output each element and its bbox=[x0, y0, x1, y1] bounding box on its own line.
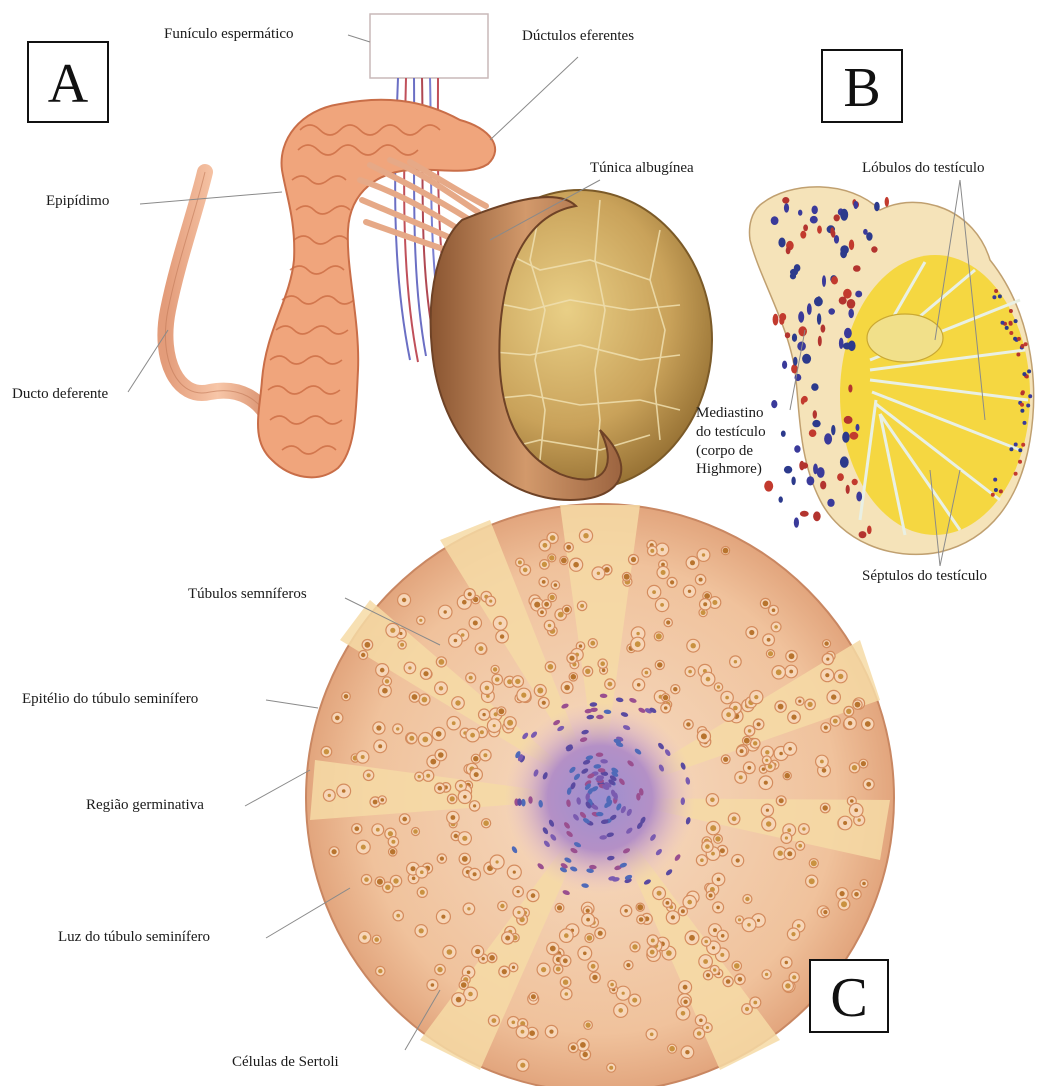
panel-c-illustration bbox=[306, 504, 894, 1086]
label-mediastino: Mediastino do testículo (corpo de Highmo… bbox=[696, 404, 766, 479]
label-ductulos-eferentes: Dúctulos eferentes bbox=[522, 28, 634, 45]
label-epididimo: Epipídimo bbox=[46, 193, 109, 210]
label-tunica-albuginea: Túnica albugínea bbox=[590, 160, 694, 177]
label-tubulos-semniferos: Túbulos semníferos bbox=[188, 586, 307, 603]
panel-a-illustration bbox=[165, 14, 712, 500]
label-lobulos-do-testiculo: Lóbulos do testículo bbox=[862, 160, 985, 177]
label-ducto-deferente: Ducto deferente bbox=[12, 386, 108, 403]
label-epitelio-do-tubulo: Epitélio do túbulo seminífero bbox=[22, 691, 198, 708]
label-luz-do-tubulo: Luz do túbulo seminífero bbox=[58, 929, 210, 946]
label-regiao-germinativa: Região germinativa bbox=[86, 797, 204, 814]
ducto-deferente bbox=[165, 172, 270, 420]
panel-letter-b: B bbox=[843, 57, 880, 119]
panel-b-illustration bbox=[749, 187, 1033, 555]
panel-letter-c: C bbox=[830, 967, 867, 1029]
label-celulas-de-sertoli: Células de Sertoli bbox=[232, 1054, 339, 1071]
label-funiculo-espermatico: Funículo espermático bbox=[164, 26, 294, 43]
funiculo-box bbox=[370, 14, 488, 78]
panel-letter-a: A bbox=[48, 53, 89, 115]
label-septulos-do-testiculo: Séptulos do testículo bbox=[862, 568, 987, 585]
